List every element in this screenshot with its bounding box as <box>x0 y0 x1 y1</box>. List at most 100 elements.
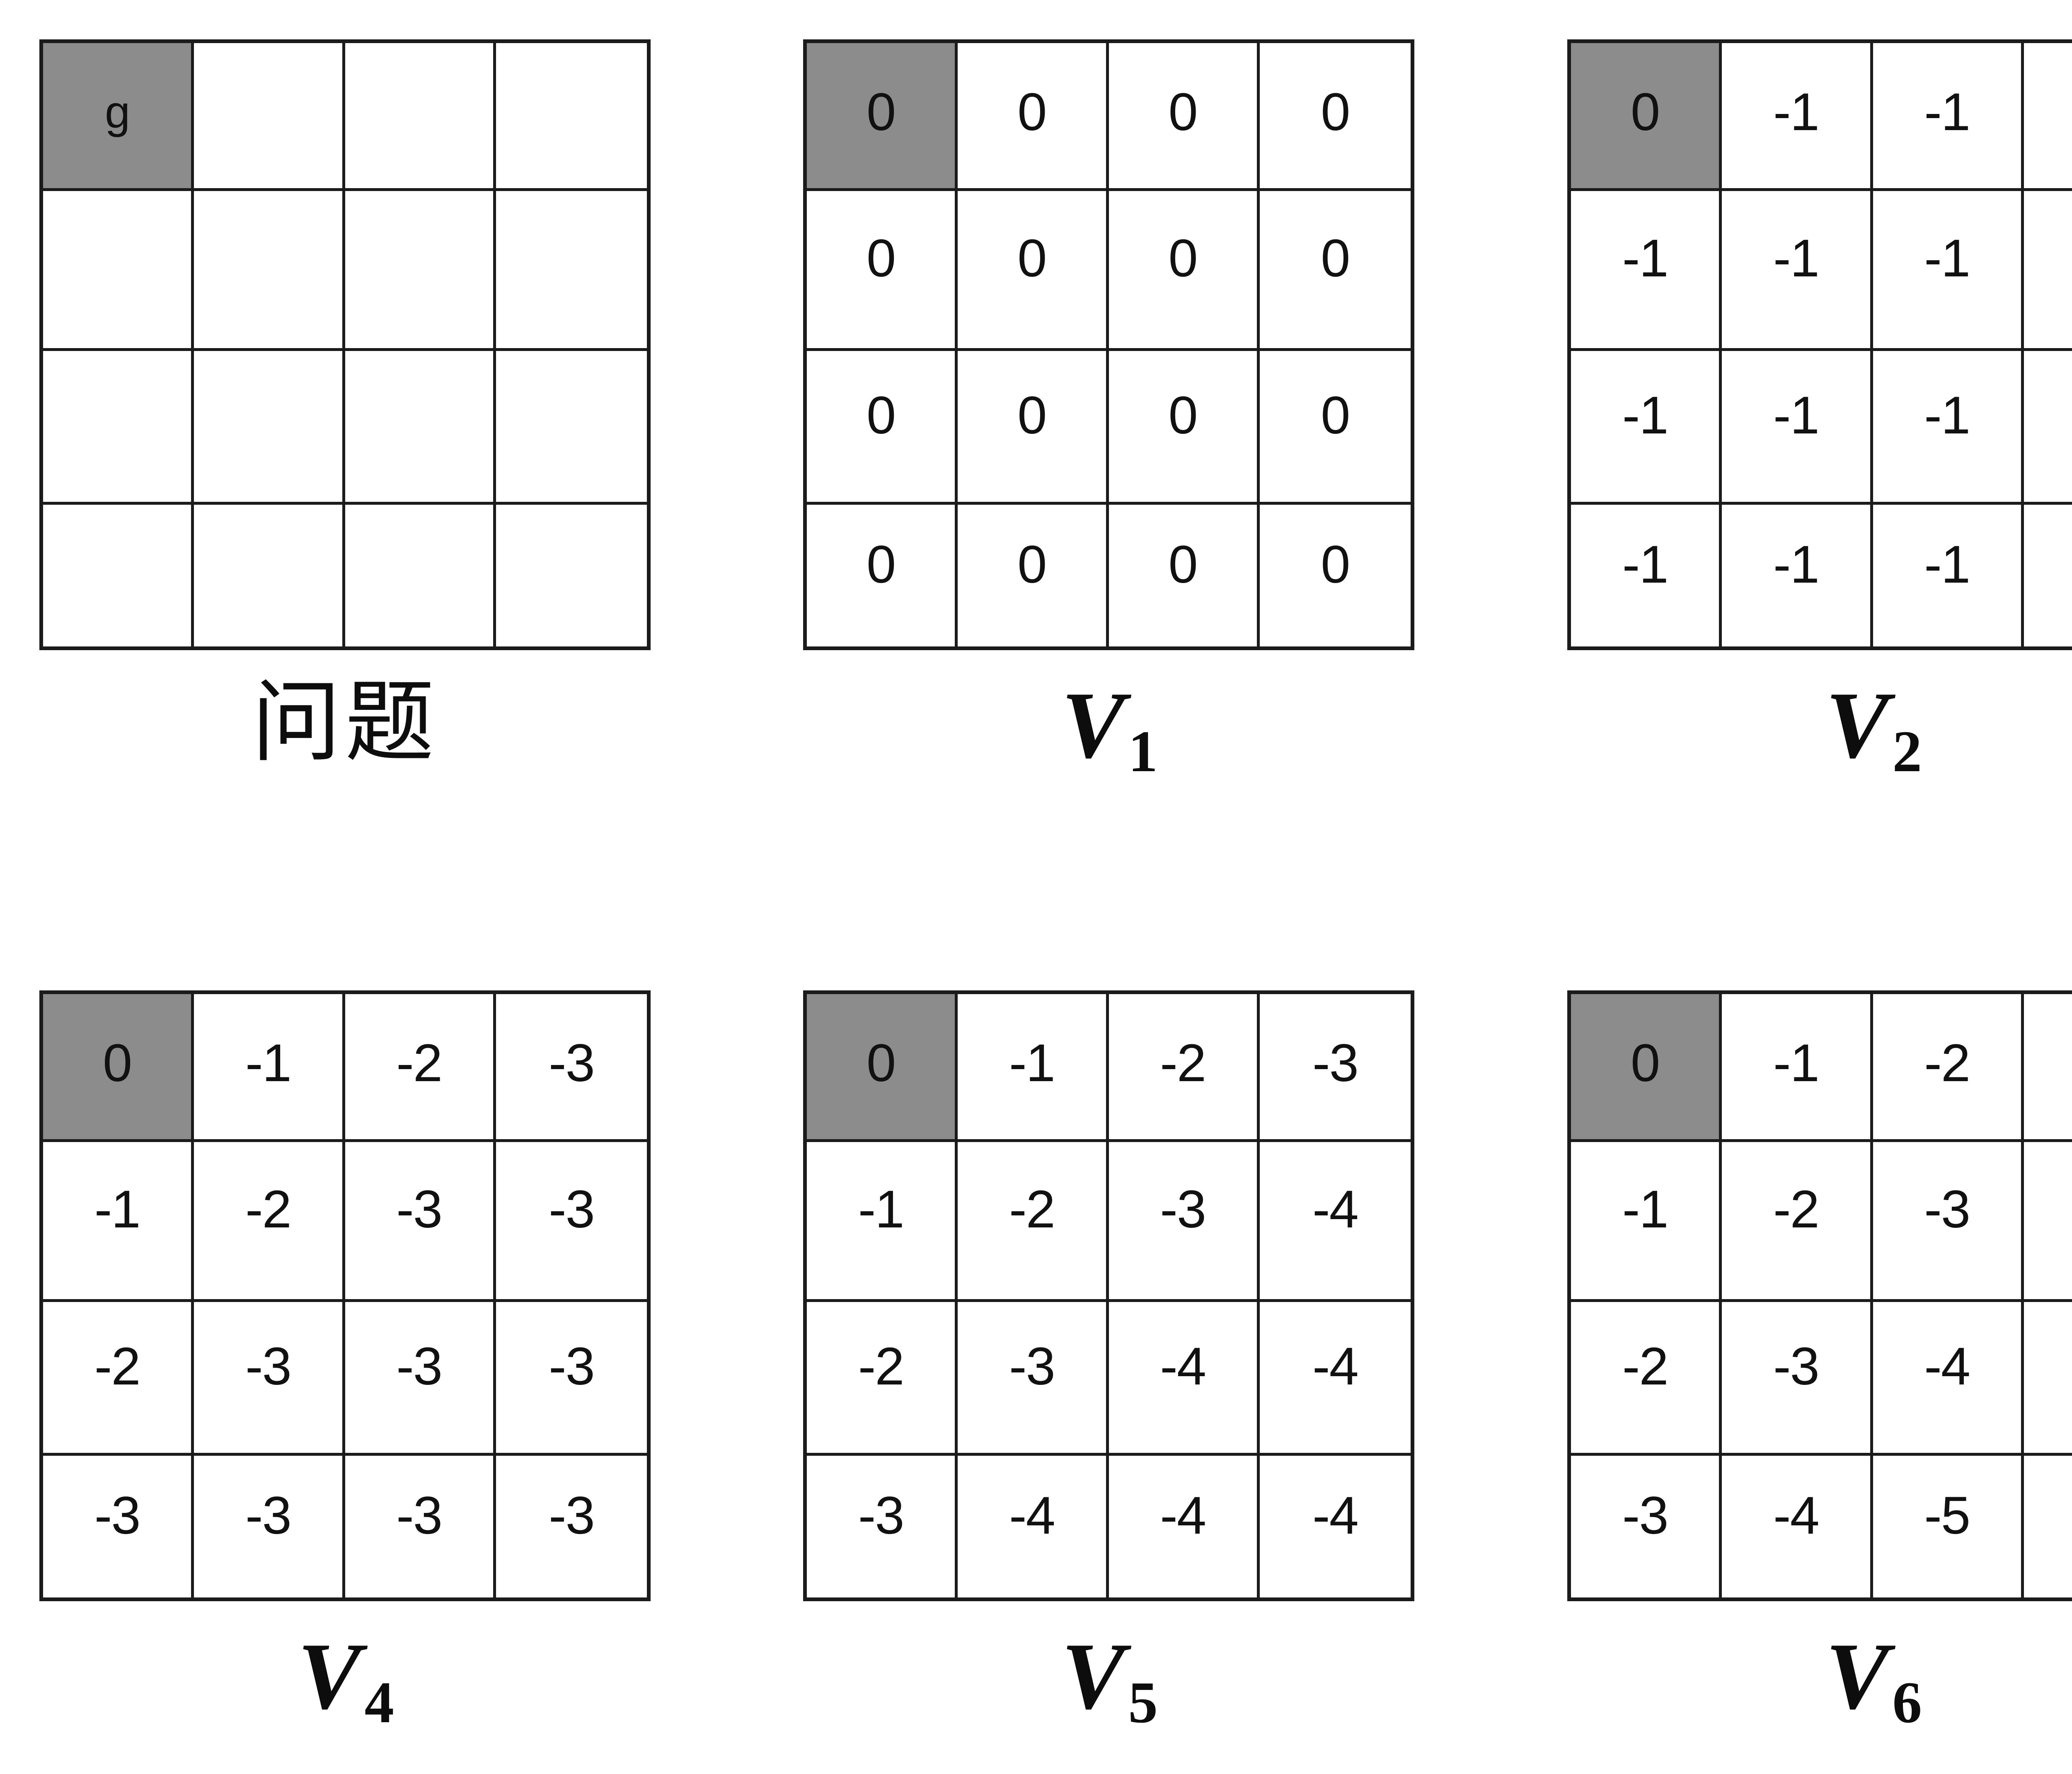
caption-symbol-base: V <box>1061 672 1127 778</box>
grid-cell: -4 <box>2024 1142 2072 1302</box>
cell-value: -1 <box>1924 535 1970 594</box>
grid-cell: -1 <box>2024 191 2072 351</box>
value-grid-v4: 0-1-2-3-1-2-3-3-2-3-3-3-3-3-3-3 <box>39 990 651 1601</box>
grid-cell <box>194 351 345 505</box>
grid-cell: -3 <box>1722 1302 1873 1456</box>
grid-cell: -3 <box>345 1455 496 1597</box>
cell-value: -2 <box>1622 1336 1669 1396</box>
grid-cell: -3 <box>496 1142 647 1302</box>
cell-value: -2 <box>1773 1180 1820 1239</box>
cell-value: 0 <box>1017 229 1047 288</box>
grid-cell: -4 <box>1109 1302 1260 1456</box>
grid-cell: -2 <box>1722 1142 1873 1302</box>
grid-cell: -4 <box>1873 1302 2024 1456</box>
panel-caption-v4: V4 <box>39 1629 651 1732</box>
grid-cell: -4 <box>958 1455 1109 1597</box>
grid-cell: -1 <box>1722 43 1873 191</box>
grid-cell: -1 <box>1873 43 2024 191</box>
caption-symbol: V6 <box>1825 1623 1922 1732</box>
cell-value: -1 <box>1773 385 1820 445</box>
panel-v2: 0-1-1-1-1-1-1-1-1-1-1-1-1-1-1-1V2 <box>1567 39 2072 781</box>
caption-text: 问题 <box>252 670 438 774</box>
value-grid-problem: g <box>39 39 651 650</box>
grid-cell: -3 <box>1109 1142 1260 1302</box>
grid-cell <box>43 504 194 646</box>
grid-cell: 0 <box>1259 43 1411 191</box>
caption-symbol-base: V <box>1825 672 1891 778</box>
cell-value: 0 <box>867 385 896 445</box>
grid-cell: 0 <box>958 351 1109 505</box>
cell-value: -3 <box>396 1336 443 1396</box>
cell-value: 0 <box>1168 82 1198 142</box>
grid-cell: 0 <box>958 504 1109 646</box>
grid-cell-start: 0 <box>43 994 194 1142</box>
grid-cell-start: 0 <box>1571 43 1722 191</box>
cell-value: -1 <box>1009 1033 1055 1093</box>
grid-cell <box>345 191 496 351</box>
grid-cell: -1 <box>2024 351 2072 505</box>
cell-value: -2 <box>94 1336 141 1396</box>
grid-cell: -5 <box>1873 1455 2024 1597</box>
grid-cell <box>496 191 647 351</box>
cell-value: -3 <box>1924 1180 1970 1239</box>
cell-value: -1 <box>1622 229 1669 288</box>
grid-cell: 0 <box>1259 504 1411 646</box>
grid-cell: -4 <box>1722 1455 1873 1597</box>
cell-value: -1 <box>1924 82 1970 142</box>
cell-value: 0 <box>1017 82 1047 142</box>
grid-cell <box>496 351 647 505</box>
cell-value: 0 <box>1321 535 1350 594</box>
grid-cell: -1 <box>1722 351 1873 505</box>
grid-cell: -1 <box>1722 191 1873 351</box>
cell-value: -1 <box>1924 229 1970 288</box>
grid-cell: 0 <box>1109 504 1260 646</box>
grid-cell: 0 <box>1259 351 1411 505</box>
grid-cell: -4 <box>1259 1142 1411 1302</box>
grid-cell: 0 <box>1109 191 1260 351</box>
panel-caption-v1: V1 <box>803 678 1414 781</box>
grid-cell: -2 <box>345 994 496 1142</box>
panel-caption-problem: 问题 <box>39 678 651 767</box>
cell-value: -4 <box>1924 1336 1970 1396</box>
cell-value: -2 <box>858 1336 905 1396</box>
panel-caption-v2: V2 <box>1567 678 2072 781</box>
grid-cell: -3 <box>1571 1455 1722 1597</box>
cell-value: -4 <box>1160 1486 1206 1545</box>
cell-value: g <box>105 86 130 138</box>
cell-value: -3 <box>548 1336 595 1396</box>
grid-cell: 0 <box>1259 191 1411 351</box>
grid-cell: 0 <box>958 191 1109 351</box>
cell-value: 0 <box>1017 385 1047 445</box>
cell-value: -3 <box>1160 1180 1206 1239</box>
cell-value: -3 <box>1312 1033 1359 1093</box>
grid-cell: -3 <box>2024 994 2072 1142</box>
grid-cell <box>345 351 496 505</box>
grid-cell: -1 <box>1873 351 2024 505</box>
cell-value: -3 <box>1009 1336 1055 1396</box>
grid-cell: -2 <box>43 1302 194 1456</box>
grid-cell: -1 <box>1873 191 2024 351</box>
value-grid-v5: 0-1-2-3-1-2-3-4-2-3-4-4-3-4-4-4 <box>803 990 1414 1601</box>
grid-cell: -1 <box>43 1142 194 1302</box>
grid-cell: 0 <box>958 43 1109 191</box>
grid-cell-start: 0 <box>807 43 958 191</box>
cell-value: -4 <box>1312 1180 1359 1239</box>
grid-cell: 0 <box>1109 351 1260 505</box>
cell-value: -4 <box>1312 1486 1359 1545</box>
cell-value: -3 <box>94 1486 141 1545</box>
grid-cell: -1 <box>2024 504 2072 646</box>
grid-cell: -4 <box>1259 1302 1411 1456</box>
caption-symbol-subscript: 5 <box>1128 1670 1158 1735</box>
caption-symbol-base: V <box>298 1623 363 1729</box>
grid-cell: -3 <box>496 1455 647 1597</box>
cell-value: 0 <box>1168 385 1198 445</box>
cell-value: -4 <box>1773 1486 1820 1545</box>
cell-value: 0 <box>1017 535 1047 594</box>
panel-v6: 0-1-2-3-1-2-3-4-2-3-4-5-3-4-5-5V6 <box>1567 990 2072 1732</box>
grid-cell: -5 <box>2024 1302 2072 1456</box>
grid-cell: -3 <box>43 1455 194 1597</box>
grid-cell: -2 <box>807 1302 958 1456</box>
panel-caption-v6: V6 <box>1567 1629 2072 1732</box>
caption-symbol: V4 <box>298 1623 394 1732</box>
